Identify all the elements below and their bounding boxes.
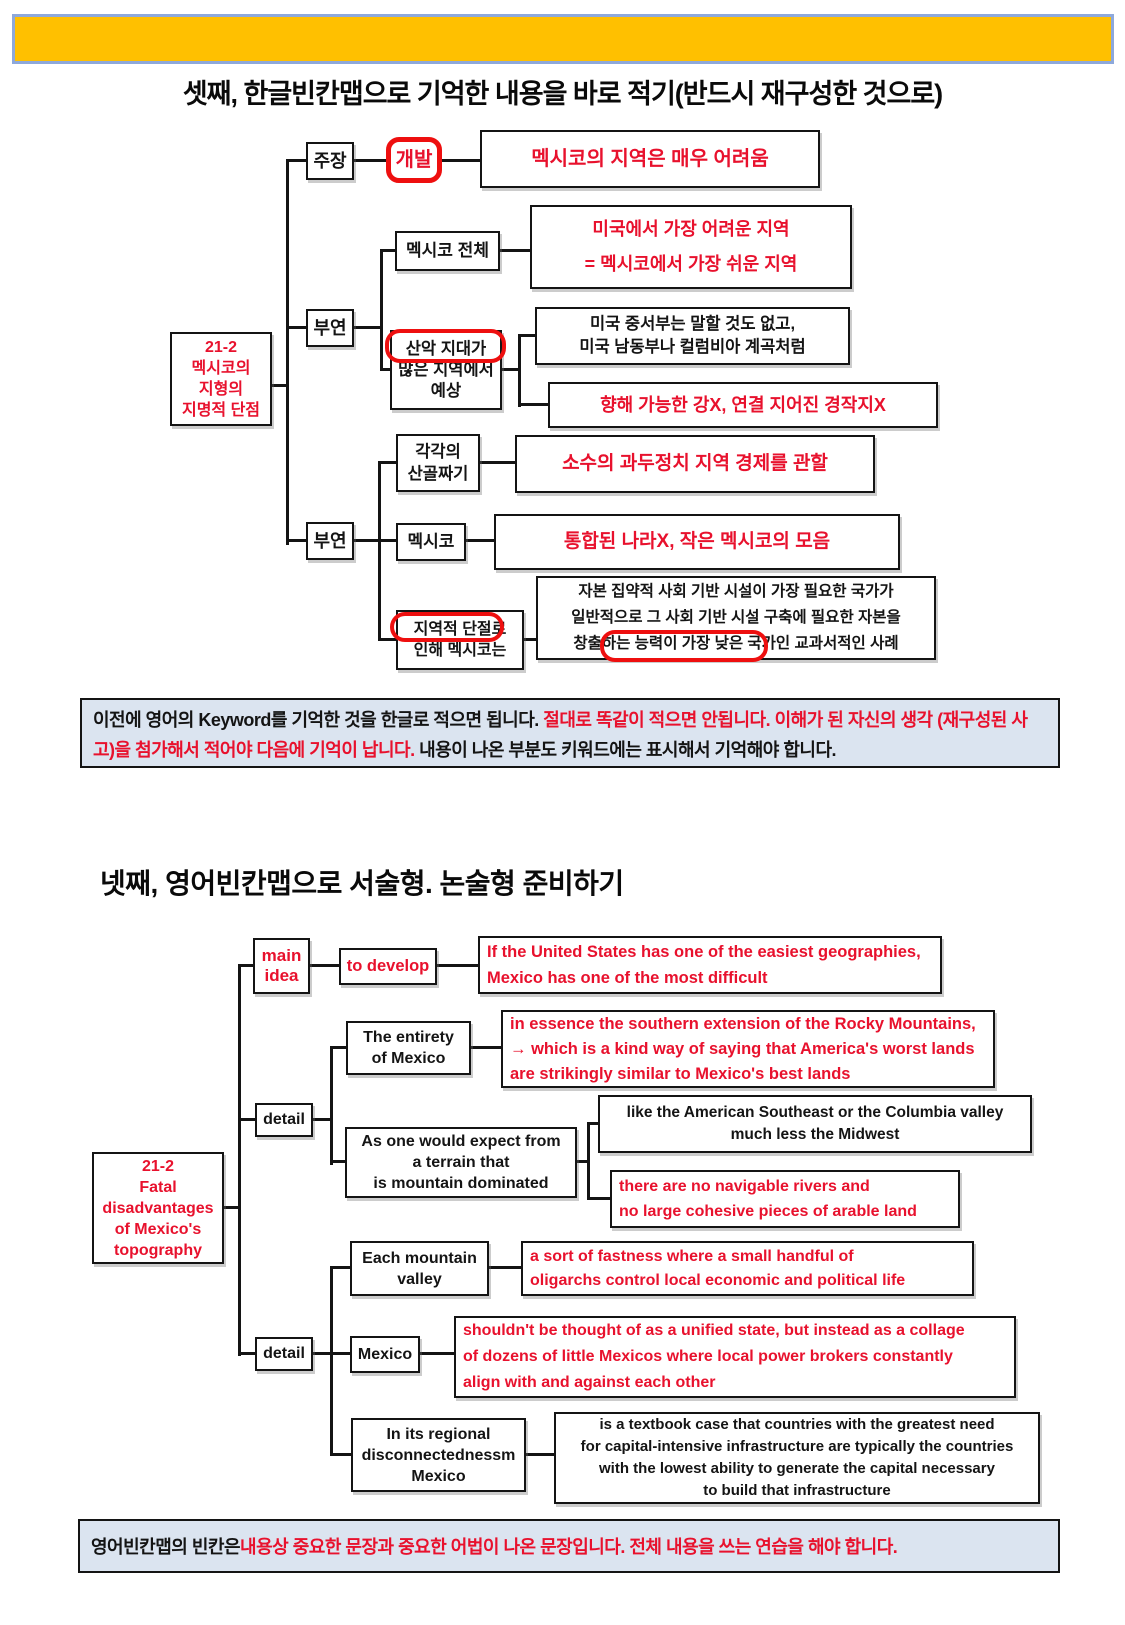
map2-no-rivers-text: there are no navigable rivers and no lar… [610, 1170, 960, 1228]
connector-line [354, 326, 382, 329]
connector-line [380, 368, 392, 371]
map2-fastness-text: a sort of fastness where a small handful… [521, 1241, 974, 1296]
connector-line [286, 159, 289, 545]
section2-title: 넷째, 영어빈칸맵으로 서술형. 논술형 준비하기 [100, 868, 624, 899]
connector-line [313, 1118, 332, 1121]
connector-line [489, 1266, 521, 1269]
connector-line [286, 539, 308, 542]
note2-text-black: 영어빈칸맵의 빈칸은 [91, 1537, 241, 1557]
map1-unified-text: 통합된 나라X, 작은 멕시코의 모음 [494, 514, 900, 570]
map1-node-mexico-entire: 멕시코 전체 [395, 231, 500, 271]
connector-line [313, 1352, 332, 1355]
connector-line [587, 1197, 610, 1200]
connector-line [466, 539, 494, 542]
map1-root-node: 21-2 멕시코의 지형의 지명적 단점 [170, 332, 272, 426]
connector-line [502, 368, 520, 371]
yellow-header-bar [12, 14, 1114, 64]
map1-keyword-develop: 개발 [386, 137, 442, 183]
connector-line [330, 1266, 333, 1456]
connector-line [577, 1160, 589, 1163]
map2-if-us-text: If the United States has one of the easi… [478, 936, 942, 994]
connector-line [524, 638, 538, 641]
map2-node-entirety: The entirety of Mexico [346, 1021, 471, 1075]
connector-line [587, 1122, 598, 1125]
connector-line [518, 403, 550, 406]
map1-midwest-text: 미국 중서부는 말할 것도 없고, 미국 남동부나 컬럼비아 계곡처럼 [535, 307, 850, 365]
map2-essence-text: in essence the southern extension of the… [501, 1010, 995, 1088]
connector-line [380, 249, 397, 252]
map2-node-detail2: detail [255, 1337, 313, 1371]
connector-line [380, 249, 383, 371]
connector-line [437, 964, 478, 967]
map1-rivers-text: 향해 가능한 강X, 연결 지어진 경작지X [548, 382, 938, 428]
connector-line [500, 249, 532, 252]
connector-line [518, 334, 537, 337]
map1-node-mexico: 멕시코 [396, 523, 466, 561]
note1-text-black1: 이전에 영어의 Keyword를 기억한 것을 한글로 적으면 됩니다. [93, 710, 544, 730]
map2-node-as-one: As one would expect from a terrain that … [345, 1127, 577, 1198]
section1-title: 셋째, 한글빈칸맵으로 기억한 내용을 바로 적기(반드시 재구성한 것으로) [182, 79, 943, 109]
connector-line [378, 539, 398, 542]
connector-line [587, 1122, 590, 1200]
map1-node-claim-label: 주장 [306, 142, 354, 180]
map1-node-detail2: 부연 [306, 522, 354, 560]
map1-node-regional: 지역적 단절로 인해 멕시코는 [396, 610, 524, 670]
connector-line [270, 384, 288, 387]
section1-note: 이전에 영어의 Keyword를 기억한 것을 한글로 적으면 됩니다. 절대로… [80, 698, 1060, 768]
map2-node-mexico: Mexico [350, 1336, 420, 1373]
connector-line [354, 539, 380, 542]
map2-node-to-develop: to develop [339, 948, 437, 985]
connector-line [224, 1206, 238, 1209]
note1-text-red: 절대로 똑같이 적으면 안됩니다. 이해가 된 자신의 생각 (재구성된 사고)… [93, 710, 1028, 760]
connector-line [480, 461, 515, 464]
map2-like-se-text: like the American Southeast or the Colum… [598, 1095, 1032, 1153]
map2-node-regional: In its regional disconnectednessm Mexico [351, 1418, 526, 1492]
connector-line [471, 1046, 501, 1049]
map1-claim-text: 멕시코의 지역은 매우 어려움 [480, 130, 820, 188]
connector-line [286, 326, 308, 329]
connector-line [330, 1160, 345, 1163]
connector-line [442, 159, 482, 162]
connector-line [330, 1046, 346, 1049]
connector-line [378, 461, 398, 464]
connector-line [526, 1453, 554, 1456]
map1-node-mountain: 산악 지대가 많은 지역에서 예상 [390, 330, 502, 410]
connector-line [310, 964, 339, 967]
note2-text-red: 내용상 중요한 문장과 중요한 어법이 나온 문장입니다. 전체 내용을 쓰는 … [240, 1537, 898, 1557]
connector-line [238, 964, 241, 1356]
connector-line [330, 1266, 350, 1269]
connector-line [238, 964, 253, 967]
connector-line [518, 334, 521, 407]
connector-line [378, 638, 398, 641]
map2-node-each-valley: Each mountain valley [350, 1241, 489, 1296]
connector-line [286, 159, 308, 162]
note1-text-black2: 내용이 나온 부분도 키워드에는 표시해서 기억해야 합니다. [419, 740, 837, 760]
connector-line [330, 1046, 333, 1165]
map2-root-node: 21-2 Fatal disadvantages of Mexico's top… [92, 1152, 224, 1264]
connector-line [330, 1352, 350, 1355]
connector-line [378, 461, 381, 641]
map2-node-main-idea: main idea [253, 938, 310, 994]
map2-node-detail1: detail [255, 1103, 313, 1137]
map1-node-detail1: 부연 [306, 309, 354, 347]
connector-line [330, 1453, 351, 1456]
connector-line [354, 159, 388, 162]
connector-line [238, 1352, 255, 1355]
map1-us-hardest-text: 미국에서 가장 어려운 지역 = 멕시코에서 가장 쉬운 지역 [530, 205, 852, 289]
map1-capital-text: 자본 집약적 사회 기반 시설이 가장 필요한 국가가 일반적으로 그 사회 기… [536, 576, 936, 660]
connector-line [420, 1352, 454, 1355]
section2-note: 영어빈칸맵의 빈칸은 내용상 중요한 문장과 중요한 어법이 나온 문장입니다.… [78, 1519, 1060, 1573]
map1-node-each-valley: 각각의 산골짜기 [396, 434, 480, 492]
map1-oligarchy-text: 소수의 과두정치 지역 경제를 관할 [515, 435, 875, 493]
map2-collage-text: shouldn't be thought of as a unified sta… [454, 1316, 1016, 1398]
map2-textbook-text: is a textbook case that countries with t… [554, 1412, 1040, 1504]
connector-line [238, 1118, 255, 1121]
